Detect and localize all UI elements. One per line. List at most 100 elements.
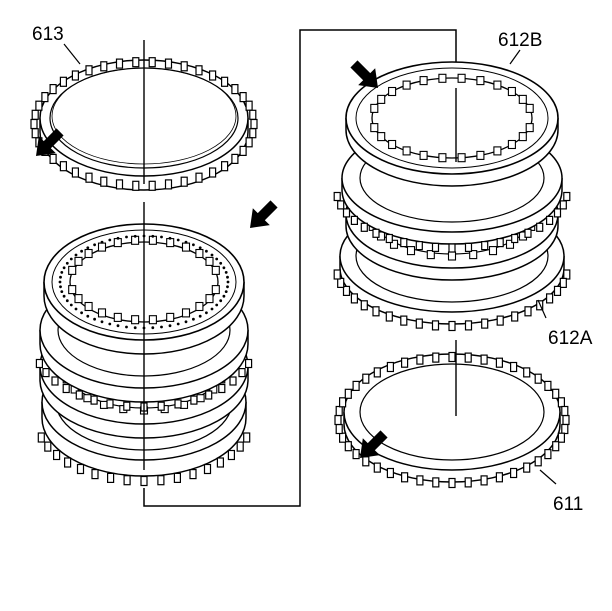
friction-dot	[198, 246, 202, 250]
friction-dot	[125, 325, 128, 329]
plate-tooth	[41, 91, 49, 103]
plate-tooth	[372, 306, 380, 317]
plate-tooth	[557, 432, 566, 443]
plate-tooth	[416, 354, 424, 365]
plate-tooth	[401, 472, 409, 483]
plate-tooth	[106, 399, 114, 409]
plate-spline	[419, 150, 428, 160]
plate-tooth	[496, 238, 504, 248]
leader-lines	[63, 43, 557, 485]
plate-tooth	[59, 161, 68, 172]
plate-tooth	[362, 373, 370, 384]
friction-dot	[219, 261, 223, 265]
plate-tooth	[249, 109, 257, 120]
friction-dot	[222, 294, 226, 298]
plate-tooth	[115, 58, 124, 69]
plate-tooth	[561, 423, 569, 435]
plate-spline	[476, 150, 485, 160]
plate-tooth	[335, 423, 343, 435]
plate-tooth	[51, 376, 59, 386]
plate-tooth	[481, 318, 489, 329]
plate-spline	[505, 239, 515, 249]
plate-tooth	[464, 320, 473, 331]
plate-tooth	[350, 293, 358, 304]
plate-tooth	[236, 441, 244, 452]
plate-spline	[469, 250, 478, 260]
plate-spline	[205, 294, 214, 304]
friction-dot	[59, 275, 62, 279]
plate-tooth	[62, 383, 70, 394]
plate-tooth	[115, 179, 124, 190]
plate-tooth	[157, 475, 165, 486]
plate-tooth	[553, 285, 562, 296]
plate-tooth	[203, 463, 212, 475]
plate-spline	[507, 139, 516, 150]
plate-tooth	[495, 357, 503, 368]
plate-spline	[377, 94, 386, 104]
plate-spline	[68, 285, 77, 295]
friction-dot	[116, 324, 120, 328]
plate-tooth	[362, 456, 370, 467]
friction-dot	[176, 238, 180, 242]
plate-tooth	[174, 399, 182, 409]
plate-tooth	[448, 243, 456, 253]
plate-tooth	[76, 463, 85, 475]
plate-tooth	[239, 145, 247, 156]
plate-spline	[476, 76, 485, 86]
plate-spline	[377, 132, 386, 142]
plate-spline	[518, 94, 527, 104]
plate-spline	[493, 146, 502, 156]
plate-tooth	[496, 315, 504, 326]
part-612b-friction-plate	[345, 61, 559, 187]
plate-tooth	[401, 357, 409, 368]
plate-tooth	[344, 441, 352, 452]
plate-tooth	[243, 432, 251, 443]
plate-spline	[74, 294, 83, 304]
part-611-steel-plate	[334, 351, 570, 489]
plate-tooth	[209, 167, 217, 178]
plate-tooth	[339, 432, 347, 443]
plate-tooth	[373, 367, 381, 378]
plate-spline	[419, 76, 428, 86]
plate-tooth	[37, 432, 45, 443]
friction-dot	[108, 322, 112, 326]
friction-dot	[192, 243, 195, 247]
friction-dot	[219, 299, 223, 303]
plate-tooth	[510, 467, 518, 479]
plate-spline	[166, 312, 175, 322]
plate-tooth	[481, 241, 489, 251]
friction-dot	[205, 249, 208, 253]
center-axis-lines	[143, 40, 457, 470]
friction-dot	[184, 240, 188, 244]
plate-tooth	[42, 368, 50, 378]
plate-spline	[196, 394, 205, 403]
plate-spline	[438, 73, 447, 83]
plate-tooth	[534, 373, 542, 384]
plate-tooth	[231, 153, 239, 164]
plate-tooth	[553, 208, 562, 218]
plate-spline	[205, 256, 214, 266]
friction-dot	[226, 280, 230, 284]
friction-dot	[86, 314, 90, 318]
plate-spline	[457, 73, 466, 83]
plate-spline	[388, 139, 397, 150]
plate-tooth	[432, 352, 440, 363]
plate-spline	[195, 301, 204, 312]
plate-tooth	[416, 475, 424, 486]
plate-spline	[402, 80, 411, 90]
friction-dot	[116, 236, 120, 240]
right-clutch-stack	[333, 61, 571, 489]
plate-spline	[211, 265, 220, 275]
friction-dot	[226, 285, 229, 289]
friction-dot	[210, 253, 214, 257]
plate-tooth	[464, 242, 473, 252]
plate-tooth	[415, 318, 423, 329]
plate-spline	[507, 86, 516, 97]
plate-spline	[525, 103, 534, 113]
plate-tooth	[400, 238, 408, 248]
plate-tooth	[132, 180, 140, 191]
friction-dot	[222, 266, 226, 270]
plate-spline	[74, 256, 83, 266]
friction-dot	[65, 299, 69, 303]
plate-tooth	[337, 277, 345, 288]
